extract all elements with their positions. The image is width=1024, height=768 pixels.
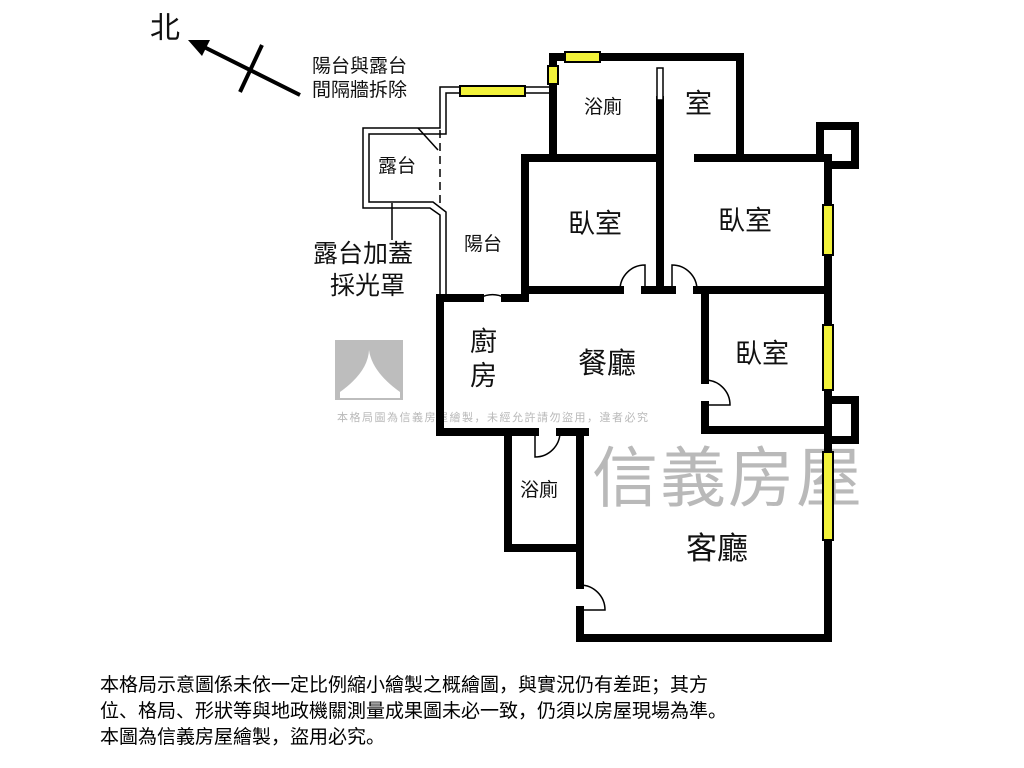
window-icons xyxy=(459,51,834,541)
room-kitchen-1: 廚 xyxy=(470,327,497,358)
room-bath-1: 浴廁 xyxy=(584,96,623,118)
disclaimer: 本格局示意圖係未依一定比例縮小繪製之概繪圖，與實況仍有差距；其方 位、格局、形狀… xyxy=(100,672,960,750)
disclaimer-line-3: 本圖為信義房屋繪製，盜用必究。 xyxy=(100,726,386,748)
terrace-outline xyxy=(362,86,553,298)
room-bedroom-3: 臥室 xyxy=(735,339,789,370)
north-arrow-icon xyxy=(188,40,301,97)
room-top-right: 室 xyxy=(685,89,712,120)
room-bath-2: 浴廁 xyxy=(520,479,559,501)
watermark-brand: 信義房屋 xyxy=(592,440,864,517)
compass-label: 北 xyxy=(150,11,180,46)
walls xyxy=(436,53,859,642)
disclaimer-line-1: 本格局示意圖係未依一定比例縮小繪製之概繪圖，與實況仍有差距；其方 xyxy=(100,674,709,696)
pointer-line xyxy=(417,127,439,151)
annotation-wall-removed-1: 陽台與露台 xyxy=(312,55,408,77)
door-icons xyxy=(479,67,731,611)
annotation-skylight-1: 露台加蓋 xyxy=(313,239,414,268)
room-living: 客廳 xyxy=(686,531,748,567)
annotation-skylight-2: 採光罩 xyxy=(330,271,406,300)
watermark-notice: 本格局圖為信義房屋繪製，未經允許請勿盜用，違者必究 xyxy=(337,411,650,424)
room-terrace: 露台 xyxy=(378,155,417,177)
room-bedroom-2: 臥室 xyxy=(718,206,772,237)
room-kitchen-2: 房 xyxy=(470,361,497,392)
disclaimer-line-2: 位、格局、形狀等與地政機關測量成果圖未必一致，仍須以房屋現場為準。 xyxy=(100,700,728,722)
room-dining: 餐廳 xyxy=(578,346,637,380)
room-balcony: 陽台 xyxy=(464,233,503,255)
annotation-wall-removed-2: 間隔牆拆除 xyxy=(312,79,408,101)
room-bedroom-1: 臥室 xyxy=(568,209,622,240)
